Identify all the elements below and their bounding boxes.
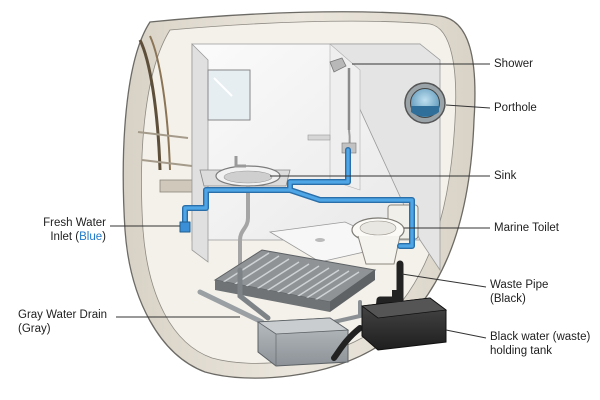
black-water-tank	[360, 290, 448, 351]
leader-waste-pipe	[401, 273, 487, 288]
label-gray-drain-line1: Gray Water Drain	[18, 309, 108, 321]
label-black-tank-line1: Black water (waste)	[490, 331, 591, 343]
leader-black-tank	[445, 329, 487, 339]
sink	[199, 156, 291, 270]
floor-grating	[213, 249, 377, 312]
label-marine-toilet: Marine Toilet	[494, 222, 559, 234]
label-shower: Shower	[494, 58, 533, 70]
fresh-water-paren-open: Inlet (	[50, 231, 80, 243]
label-gray-water-drain: Gray Water Drain (Gray)	[18, 308, 107, 336]
label-waste-pipe-line2: (Black)	[490, 293, 526, 305]
label-waste-pipe-line1: Waste Pipe	[490, 279, 549, 291]
label-black-tank-line2: holding tank	[490, 345, 553, 357]
fresh-water-paren-close: )	[102, 231, 106, 243]
label-black-water-tank: Black water (waste) holding tank	[490, 330, 590, 358]
leader-porthole	[445, 104, 491, 109]
label-fresh-water-line1: Fresh Water	[43, 217, 106, 229]
fresh-water-pipes	[179, 147, 415, 249]
label-porthole: Porthole	[494, 102, 537, 114]
porthole	[404, 82, 446, 124]
label-sink: Sink	[494, 170, 517, 182]
label-fresh-water-inlet: Fresh Water Inlet (Blue)	[43, 216, 106, 244]
label-gray-drain-line2: (Gray)	[18, 323, 51, 335]
fresh-water-blue-word: Blue	[79, 231, 103, 243]
label-fresh-water-line2: Inlet (Blue)	[43, 230, 106, 244]
leader-lines	[110, 63, 491, 339]
label-waste-pipe: Waste Pipe (Black)	[490, 278, 548, 306]
gray-water-tank	[256, 317, 350, 367]
